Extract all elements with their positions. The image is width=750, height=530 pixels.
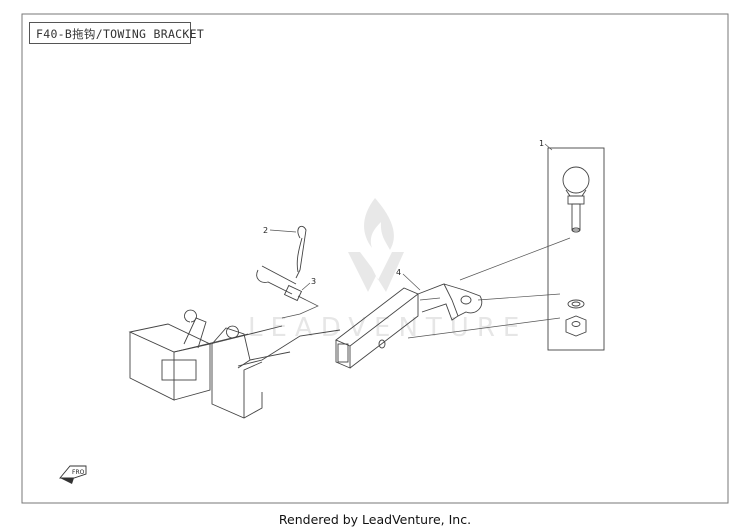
diagram-title-box: F40-B拖钩/TOWING BRACKET	[29, 22, 204, 44]
callout-4: 4	[396, 268, 401, 277]
leader-lines	[269, 143, 571, 339]
watermark-text: LEADVENTURE	[248, 313, 527, 343]
drawbar-part-4	[335, 283, 483, 369]
front-arrow-icon: FRO	[59, 465, 87, 484]
callout-2: 2	[263, 226, 268, 235]
drawing-frame	[21, 13, 729, 504]
part-1-box	[547, 147, 605, 351]
front-arrow-label: FRO	[72, 469, 85, 476]
pins-group	[256, 225, 307, 302]
callout-3: 3	[311, 277, 316, 286]
watermark: LEADVENTURE	[248, 198, 527, 343]
callout-1: 1	[539, 139, 544, 148]
hitch-ball-group	[547, 147, 605, 351]
receiver-frame	[128, 309, 341, 419]
footer-credit: Rendered by LeadVenture, Inc.	[278, 512, 472, 527]
diagram-title: F40-B拖钩/TOWING BRACKET	[36, 27, 205, 41]
